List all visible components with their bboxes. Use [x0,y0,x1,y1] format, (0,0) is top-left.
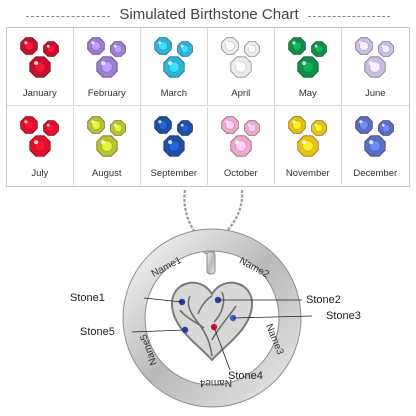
title-rule-right [308,16,390,17]
name-ring [123,229,301,407]
alexandrite-stones-icon [355,37,394,78]
birthstone-month-label: October [223,168,258,179]
callout-stone5: Stone5 [80,326,115,338]
birthstone-cell-june: June [342,28,409,106]
aquamarine-stones-icon [154,37,193,78]
tourmaline-stones-icon [221,116,260,157]
birthstone-cell-february: February [74,28,141,106]
ring-inner-edge [144,250,280,386]
callout-leaders [131,297,313,371]
birthstone-month-label: November [285,168,330,179]
callout-stone1: Stone1 [70,292,105,304]
birthstone-cell-october: October [208,107,275,185]
birthstone-cell-april: April [208,28,275,106]
birthstone-month-label: January [22,88,57,99]
birthstone-month-label: February [87,88,126,99]
birthstone-cell-march: March [141,28,208,106]
garnet-stones-icon [20,37,59,78]
birthstone-month-label: June [364,88,386,99]
amethyst-stones-icon [87,37,126,78]
emerald-stones-icon [288,37,327,78]
callout-stone3: Stone3 [326,310,361,322]
callout-stone2: Stone2 [306,294,341,306]
birthstone-cell-november: November [275,107,342,185]
birthstone-month-label: August [92,168,122,179]
tree-branches [179,291,237,357]
zircon-stones-icon [355,116,394,157]
birthstone-cell-december: December [342,107,409,185]
callout-stone4: Stone4 [228,370,263,382]
engraving-name-4: Name4 [199,377,232,388]
birthstone-month-label: May [298,88,317,99]
birthstone-month-label: July [31,168,49,179]
tree-heart [170,281,254,362]
birthstone-cell-may: May [275,28,342,106]
chart-title: Simulated Birthstone Chart [119,6,299,23]
birthstone-cell-september: September [141,107,208,185]
diamond-stones-icon [221,37,260,78]
necklace-pendant-image: Name1 Name2 Name3 Name4 Name5 [122,190,313,408]
birthstone-cell-january: January [7,28,74,106]
birthstone-month-label: April [231,88,251,99]
ruby-stones-icon [20,116,59,157]
heart-link [206,251,216,275]
birthstone-month-label: December [353,168,398,179]
birthstone-month-label: March [160,88,187,99]
birthstone-cell-august: August [74,107,141,185]
ring-outer-edge [122,228,302,408]
citrine-stones-icon [288,116,327,157]
birthstone-cell-july: July [7,107,74,185]
sapphire-stones-icon [154,116,193,157]
birthstone-month-label: September [150,168,198,179]
chart-header: Simulated Birthstone Chart [0,6,416,28]
peridot-stones-icon [87,116,126,157]
title-rule-left [26,16,110,17]
